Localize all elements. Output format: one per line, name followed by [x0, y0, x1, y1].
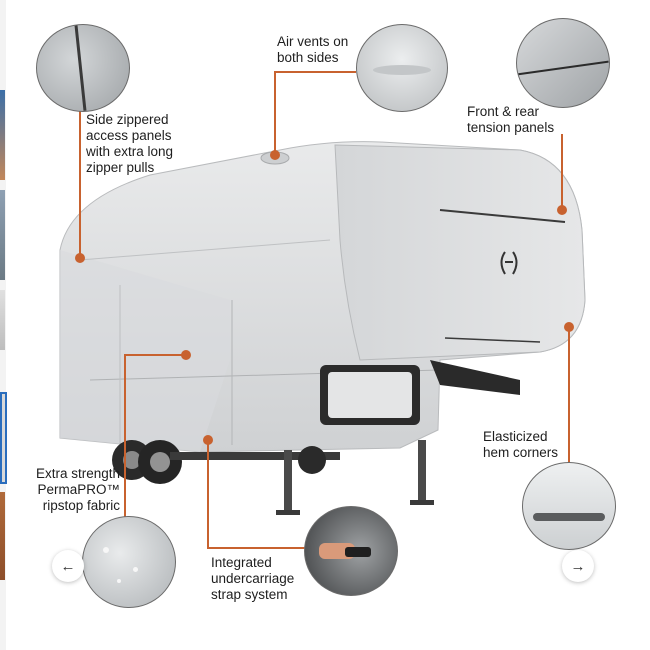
callout-tension-panels: Front & rear tension panels — [467, 104, 555, 135]
thumbnail-2[interactable] — [0, 190, 5, 280]
previous-image-button[interactable]: ← — [52, 550, 84, 582]
callout-hem-corners: Elasticized hem corners — [483, 429, 559, 460]
callout-ripstop: Extra strength PermaPRO™ ripstop fabric — [35, 466, 120, 513]
thumbnail-3[interactable] — [0, 290, 5, 350]
callout-air-vents: Air vents on both sides — [277, 34, 349, 65]
detail-tension-panel-circle — [516, 18, 610, 108]
detail-fabric-circle — [82, 516, 176, 608]
detail-zipper-circle — [36, 24, 130, 112]
callout-side-zipper: Side zippered access panels with extra l… — [86, 112, 174, 175]
callout-dots — [75, 150, 574, 445]
detail-strap-circle — [304, 506, 398, 596]
callout-strap-system: Integrated undercarriage strap system — [211, 555, 295, 602]
rv-cover — [59, 141, 586, 515]
chevron-right-icon: → — [570, 557, 586, 575]
thumbnail-5[interactable] — [0, 492, 5, 580]
thumbnail-4-selected[interactable] — [0, 392, 7, 484]
thumbnail-strip — [0, 0, 7, 650]
next-image-button[interactable]: → — [562, 550, 594, 582]
thumbnail-1[interactable] — [0, 90, 5, 180]
classic-accessories-logo — [500, 251, 518, 275]
detail-hem-corner-circle — [522, 462, 616, 550]
detail-air-vent-circle — [356, 24, 448, 112]
chevron-left-icon: ← — [60, 557, 76, 575]
callout-lines — [79, 71, 570, 549]
